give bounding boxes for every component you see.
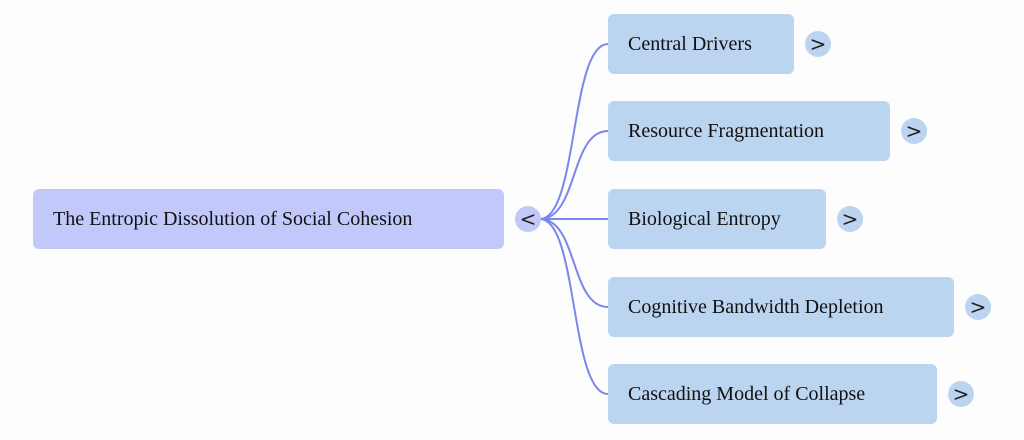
chevron-right-icon: > <box>969 295 987 319</box>
branch-label: Resource Fragmentation <box>628 119 825 142</box>
expand-toggle-resource-fragmentation[interactable]: > <box>901 118 927 144</box>
branch-label: Cognitive Bandwidth Depletion <box>628 295 884 318</box>
root-node-label: The Entropic Dissolution of Social Cohes… <box>53 207 413 230</box>
chevron-right-icon: > <box>905 119 923 143</box>
expand-toggle-biological-entropy[interactable]: > <box>837 206 863 232</box>
branch-label: Biological Entropy <box>628 207 781 230</box>
branch-label: Central Drivers <box>628 32 752 55</box>
connector-cascading-model <box>539 218 609 395</box>
expand-toggle-cognitive-bandwidth-depletion[interactable]: > <box>965 294 991 320</box>
branch-node-central-drivers[interactable]: Central Drivers <box>608 14 794 74</box>
connector-central-drivers <box>539 43 609 220</box>
root-node[interactable]: The Entropic Dissolution of Social Cohes… <box>33 189 504 249</box>
branch-node-cognitive-bandwidth-depletion[interactable]: Cognitive Bandwidth Depletion <box>608 277 954 337</box>
branch-label: Cascading Model of Collapse <box>628 382 866 405</box>
collapse-toggle[interactable]: < <box>515 206 541 232</box>
chevron-left-icon: < <box>519 207 537 231</box>
branch-node-cascading-model-of-collapse[interactable]: Cascading Model of Collapse <box>608 364 937 424</box>
connector-resource-fragmentation <box>539 130 609 220</box>
expand-toggle-central-drivers[interactable]: > <box>805 31 831 57</box>
chevron-right-icon: > <box>841 207 859 231</box>
branch-node-biological-entropy[interactable]: Biological Entropy <box>608 189 826 249</box>
chevron-right-icon: > <box>809 32 827 56</box>
chevron-right-icon: > <box>952 382 970 406</box>
branch-node-resource-fragmentation[interactable]: Resource Fragmentation <box>608 101 890 161</box>
connector-cognitive-bandwidth <box>539 218 609 308</box>
expand-toggle-cascading-model-of-collapse[interactable]: > <box>948 381 974 407</box>
